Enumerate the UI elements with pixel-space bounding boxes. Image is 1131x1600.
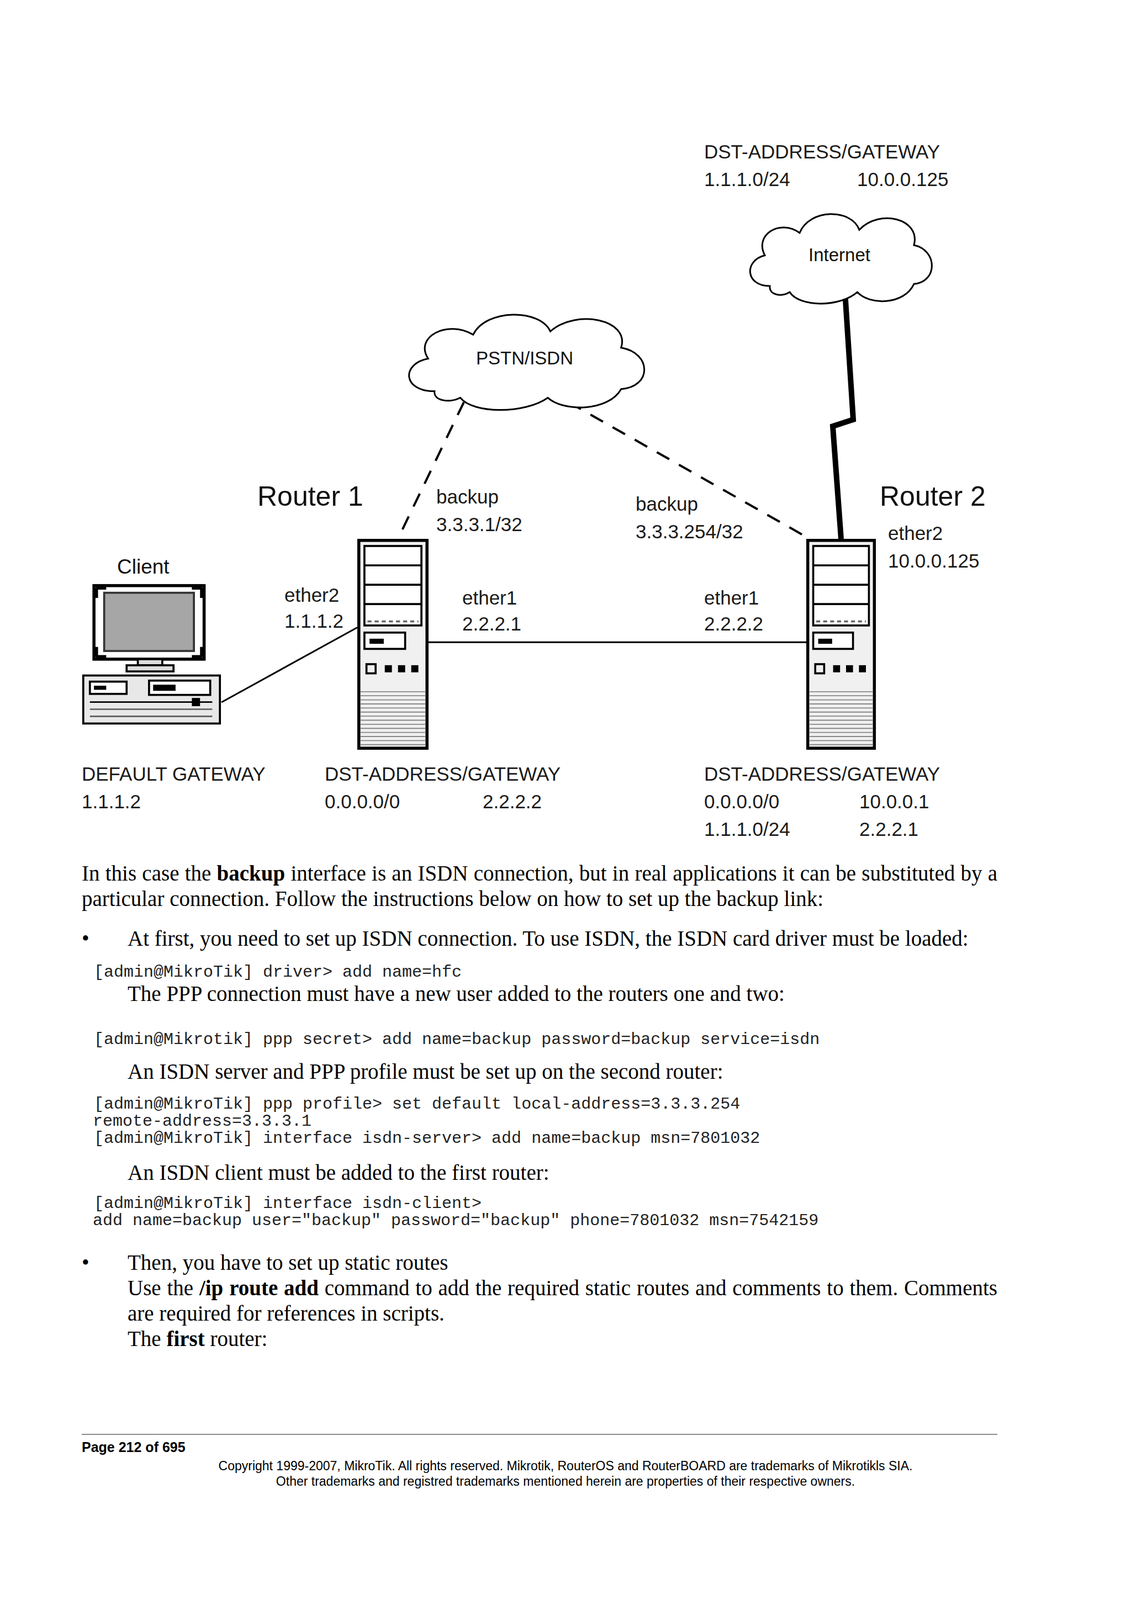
server-tower-icon (806, 538, 876, 750)
server-tower-icon (357, 538, 429, 750)
code-line: [admin@MikroTik] interface isdn-client> (93, 1194, 482, 1214)
body-text: The PPP connection must have a new user … (127, 981, 785, 1006)
code-line: [admin@Mikrotik] ppp secret> add name=ba… (93, 1030, 820, 1050)
interface-name: ether2 (888, 523, 943, 543)
ethernet-link (221, 627, 358, 703)
route-table-header: DST-ADDRESS/GATEWAY (704, 141, 940, 162)
dialup-backup-link (568, 402, 810, 539)
node-label: PSTN/ISDN (476, 348, 574, 369)
footer-rule (81, 1434, 998, 1436)
client-node: Client (81, 583, 222, 727)
bullet-mark: • (81, 926, 90, 952)
code-block: remote-address=3.3.3.1 (92, 1113, 1087, 1131)
code-line: [admin@MikroTik] interface isdn-server> … (93, 1129, 760, 1149)
body-text: Use the (127, 1276, 194, 1300)
interface-name: ether2 (284, 585, 340, 605)
interface-address: 10.0.0.125 (888, 551, 980, 571)
paragraph: Use the/ip route addcommand to add the r… (127, 1275, 998, 1327)
code-line: [admin@MikroTik] ppp profile> set defaul… (93, 1095, 741, 1114)
router-node: Router 2 (806, 538, 876, 750)
body-text: router: (204, 1327, 268, 1351)
code-block: [admin@MikroTik] interface isdn-client> (93, 1195, 1088, 1213)
body-text: At first, you need to set up ISDN connec… (127, 926, 969, 951)
code-block: [admin@Mikrotik] ppp secret> add name=ba… (93, 1031, 1088, 1049)
interface-name: ether1 (462, 588, 517, 608)
interface-name: backup (635, 494, 699, 514)
node-heading: Client (117, 556, 170, 579)
interface-address: 1.1.1.2 (284, 611, 344, 631)
page-number: Page 212 of 695 (81, 1439, 186, 1456)
route-table-cell: 0.0.0.0/0 (324, 791, 400, 812)
paragraph: The PPP connection must have a new user … (127, 981, 998, 1007)
code-block: [admin@MikroTik] driver> add name=hfc (93, 964, 1088, 982)
interface-name: ether1 (704, 588, 759, 608)
interface-address: 2.2.2.1 (462, 614, 522, 634)
route-table-header: DST-ADDRESS/GATEWAY (324, 764, 561, 784)
route-table-cell: 0.0.0.0/0 (704, 791, 780, 812)
interface-name: backup (436, 487, 499, 507)
ethernet-link (428, 641, 807, 644)
route-table-cell: 2.2.2.2 (482, 791, 542, 812)
route-table-header: DEFAULT GATEWAY (81, 764, 266, 784)
route-table-cell: 1.1.1.0/24 (704, 819, 791, 839)
paragraph: An ISDN client must be added to the firs… (127, 1160, 998, 1186)
code-line: add name=backup user="backup" password="… (92, 1211, 819, 1231)
bold-term: /ip route add (193, 1276, 319, 1300)
computer-icon (81, 583, 222, 727)
pstn-isdn-cloud: PSTN/ISDN (395, 304, 654, 414)
interface-address: 3.3.3.1/32 (436, 514, 523, 535)
internet-cloud: Internet (740, 204, 939, 307)
route-table-cell: 10.0.0.125 (857, 169, 949, 189)
body-text: The (127, 1327, 162, 1351)
bullet-item: •At first, you need to set up ISDN conne… (127, 926, 998, 952)
copyright-notice: Other trademarks and registred trademark… (81, 1474, 1050, 1490)
route-table-cell: 2.2.2.1 (859, 819, 919, 839)
bold-term: first (161, 1327, 205, 1351)
paragraph: In this case thebackupinterface is an IS… (81, 860, 998, 912)
code-block: [admin@MikroTik] interface isdn-server> … (93, 1130, 1088, 1148)
interface-address: 2.2.2.2 (704, 614, 764, 634)
body-text: An ISDN client must be added to the firs… (127, 1160, 550, 1185)
route-table-header: DST-ADDRESS/GATEWAY (704, 764, 940, 784)
bullet-mark: • (81, 1250, 90, 1276)
body-text: Then, you have to set up static routes (127, 1250, 449, 1275)
bullet-item: •Then, you have to set up static routes (127, 1250, 998, 1276)
code-block: [admin@MikroTik] ppp profile> set defaul… (93, 1096, 1088, 1114)
code-line: [admin@MikroTik] driver> add name=hfc (93, 963, 462, 982)
wan-link-bolt (832, 298, 854, 539)
code-line: remote-address=3.3.3.1 (92, 1112, 312, 1131)
route-table-cell: 1.1.1.2 (81, 791, 141, 812)
copyright-notice: Copyright 1999-2007, MikroTik. All right… (81, 1459, 1050, 1474)
router-node: Router 1 (357, 538, 429, 750)
route-table-cell: 1.1.1.0/24 (704, 169, 791, 189)
bold-term: backup (210, 861, 285, 886)
node-heading: Router 2 (879, 481, 986, 512)
interface-address: 3.3.3.254/32 (635, 521, 744, 542)
paragraph: An ISDN server and PPP profile must be s… (127, 1059, 998, 1085)
body-text: In this case the (81, 861, 211, 886)
route-table-cell: 10.0.0.1 (859, 791, 930, 812)
paragraph: Thefirstrouter: (127, 1326, 998, 1352)
body-text: An ISDN server and PPP profile must be s… (127, 1059, 723, 1084)
code-block: add name=backup user="backup" password="… (92, 1212, 1087, 1230)
node-label: Internet (808, 245, 871, 266)
node-heading: Router 1 (257, 481, 364, 512)
